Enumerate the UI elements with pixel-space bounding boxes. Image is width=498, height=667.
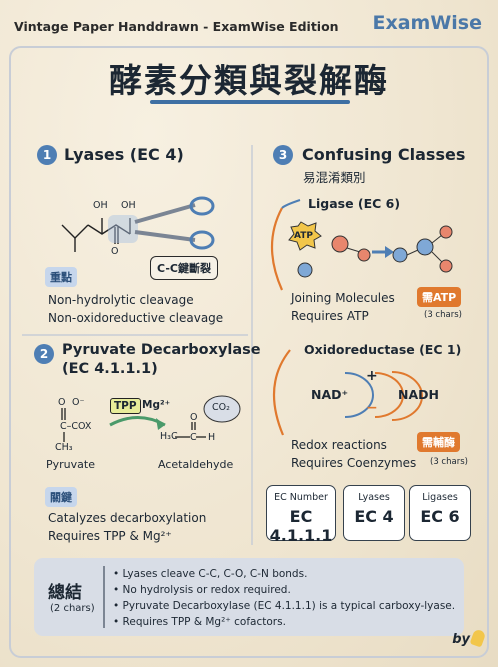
- oxido-heading: Oxidoreductase (EC 1): [304, 342, 462, 357]
- acet-o: O: [190, 412, 198, 423]
- acet-c: C: [190, 432, 197, 443]
- plus-sign: +: [366, 368, 378, 384]
- ligase-molecules: [297, 225, 453, 278]
- ec-card-value: EC 4.1.1.1: [269, 507, 333, 545]
- brand-logo: ExamWise: [372, 12, 482, 34]
- summary-box: [34, 558, 464, 636]
- confusing-heading: Confusing Classes: [302, 145, 466, 164]
- page-title: 酵素分類與裂解酶: [109, 61, 389, 100]
- oxido-arrow: [272, 349, 291, 436]
- pyruvate-c-cox: C–COX: [60, 421, 92, 432]
- pyruvate-structure: [61, 408, 66, 442]
- acetaldehyde-structure: [175, 422, 206, 438]
- acetaldehyde-label: Acetaldehyde: [158, 458, 234, 471]
- scissors-icon: [134, 196, 215, 250]
- summary-line: • No hydrolysis or redox required.: [113, 584, 291, 596]
- ec-card-value: EC 6: [420, 507, 460, 526]
- byline: by: [452, 632, 470, 647]
- oh-label-2: OH: [121, 200, 136, 211]
- ligase-heading: Ligase (EC 6): [308, 196, 401, 211]
- cc-cleavage-label: C-C鍵斷裂: [150, 256, 218, 280]
- ec-card-lyases: Lyases EC 4: [343, 485, 405, 541]
- ec-card-number: EC Number EC 4.1.1.1: [266, 485, 336, 545]
- pyruvate-ch3: CH₃: [55, 442, 73, 453]
- requires-atp-badge: 需ATP: [417, 287, 462, 307]
- pdc-heading-2: (EC 4.1.1.1): [62, 361, 158, 377]
- co2-label: CO₂: [212, 402, 230, 413]
- atp-label: ATP: [294, 231, 314, 241]
- section-number-3: 3: [273, 145, 293, 165]
- redox-cycle-left: [344, 372, 374, 418]
- bullet-item: Requires Coenzymes: [291, 456, 417, 470]
- pyruvate-o-minus: O⁻: [72, 397, 85, 408]
- o-label: O: [111, 246, 119, 257]
- ec-card-label: EC Number: [274, 492, 328, 503]
- bullet-item: Requires TPP & Mg²⁺: [48, 529, 172, 543]
- key-tag: 關鍵: [45, 487, 77, 507]
- bond-highlight: [108, 215, 138, 243]
- card-frame: [9, 46, 489, 658]
- summary-divider: [103, 566, 105, 628]
- lyases-heading: Lyases (EC 4): [64, 145, 184, 164]
- key-points-tag: 重點: [45, 267, 77, 287]
- bullet-item: Non-hydrolytic cleavage: [48, 293, 194, 307]
- summary-line: • Lyases cleave C-C, C-O, C-N bonds.: [113, 568, 308, 580]
- bullet-item: Requires ATP: [291, 309, 369, 323]
- bullet-item: Redox reactions: [291, 438, 387, 452]
- oh-label-1: OH: [93, 200, 108, 211]
- lyase-bullets: Non-hydrolytic cleavage Non-oxidoreducti…: [48, 291, 223, 327]
- ligase-arrow: [270, 207, 284, 291]
- summary-title: 總結: [48, 583, 82, 603]
- ec-card-label: Ligases: [422, 492, 458, 503]
- nadh-label: NADH: [398, 387, 439, 402]
- summary-subtitle: (2 chars): [50, 603, 95, 614]
- oxido-bullets: Redox reactions Requires Coenzymes: [291, 436, 416, 472]
- confusing-subheading: 易混淆類別: [303, 170, 366, 185]
- ec-card-label: Lyases: [358, 492, 390, 503]
- co2-cloud: [203, 395, 241, 423]
- tpp-badge: TPP: [110, 398, 141, 414]
- lyase-molecule: [61, 218, 131, 252]
- minus-sign: −: [366, 400, 378, 416]
- pyruvate-label: Pyruvate: [46, 458, 95, 471]
- summary-lines: • Lyases cleave C-C, C-O, C-N bonds. • N…: [113, 566, 455, 630]
- bullet-item: Catalyzes decarboxylation: [48, 511, 207, 525]
- section-number-2: 2: [34, 344, 54, 364]
- bullet-item: Non-oxidoreductive cleavage: [48, 311, 224, 325]
- title-underline: [150, 100, 350, 104]
- pdc-bullets: Catalyzes decarboxylation Requires TPP &…: [48, 509, 206, 545]
- ec-card-ligases: Ligases EC 6: [409, 485, 471, 541]
- acet-h: H: [208, 432, 216, 443]
- ligase-bullets: Joining Molecules Requires ATP: [291, 289, 395, 325]
- acet-h3c: H₃C: [160, 431, 178, 442]
- atp-burst: [288, 221, 322, 251]
- ligase-chars-note: (3 chars): [424, 310, 462, 320]
- bullet-item: Joining Molecules: [291, 291, 395, 305]
- summary-line: • Pyruvate Decarboxylase (EC 4.1.1.1) is…: [113, 600, 456, 612]
- pdc-heading-1: Pyruvate Decarboxylase: [62, 342, 261, 358]
- mg-label: Mg²⁺: [142, 399, 171, 411]
- edition-label: Vintage Paper Handdrawn - ExamWise Editi…: [14, 19, 339, 34]
- pyruvate-o: O: [58, 397, 66, 408]
- oxido-chars-note: (3 chars): [430, 457, 468, 467]
- nad-label: NAD⁺: [311, 387, 349, 402]
- summary-line: • Requires TPP & Mg²⁺ cofactors.: [113, 616, 286, 628]
- ec-card-value: EC 4: [354, 507, 394, 526]
- requires-coenzyme-badge: 需輔酶: [417, 432, 460, 452]
- redox-cycle-right: [374, 372, 404, 418]
- section-number-1: 1: [37, 145, 57, 165]
